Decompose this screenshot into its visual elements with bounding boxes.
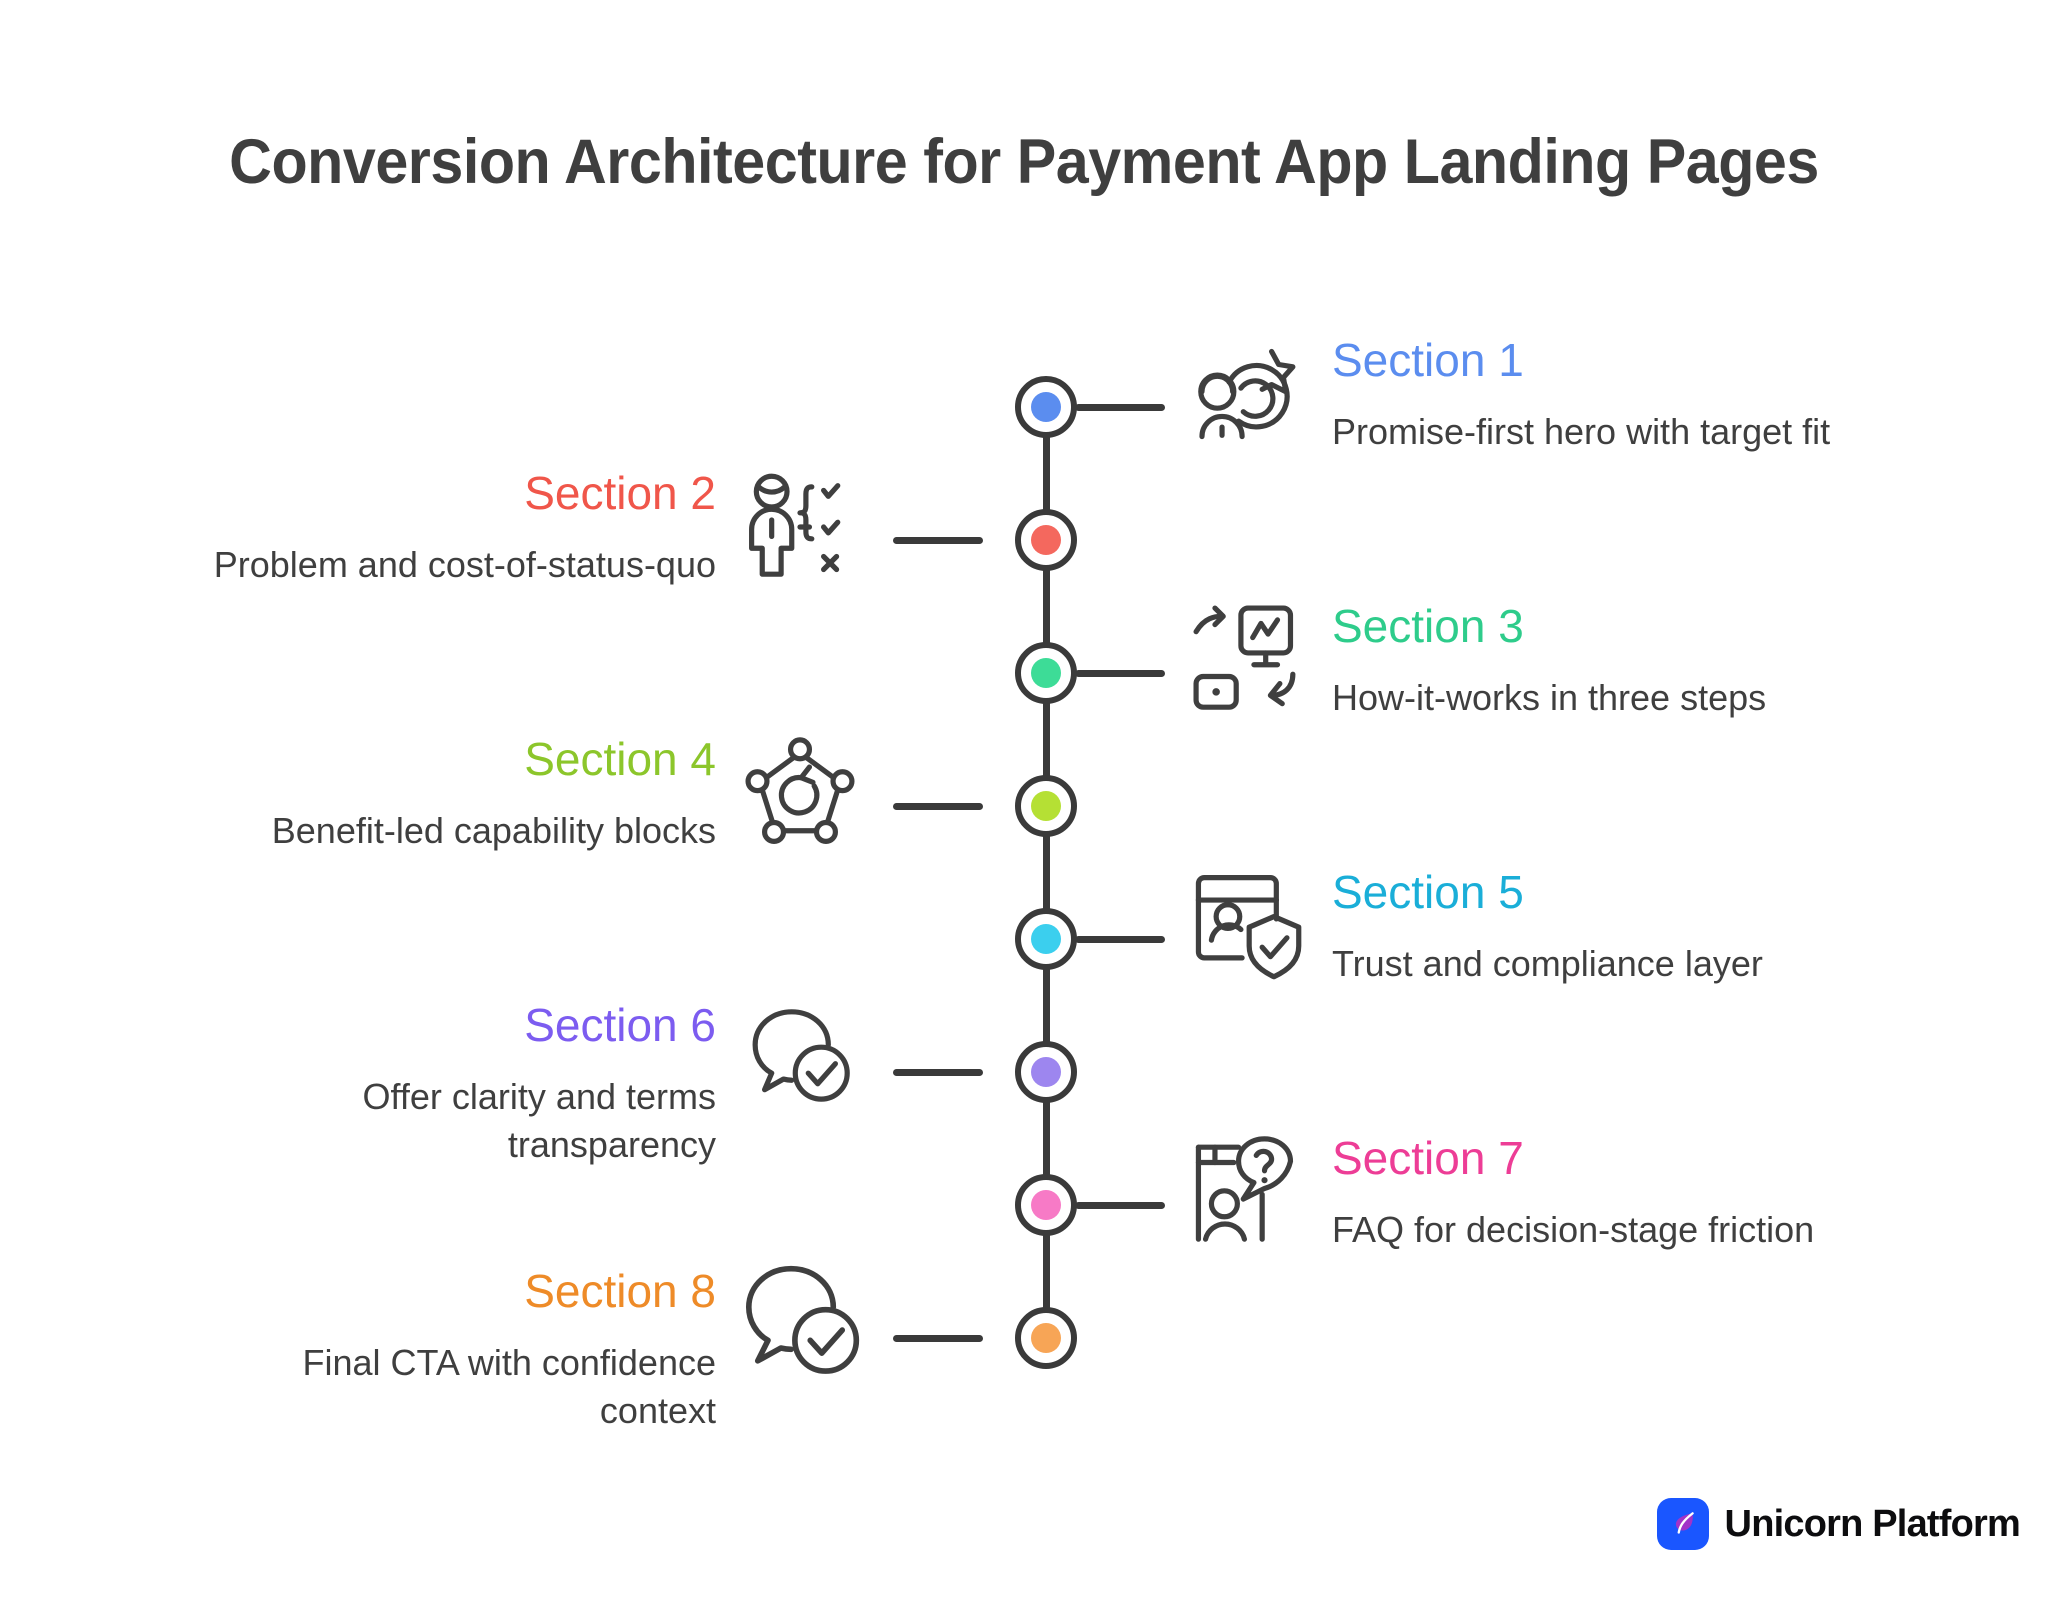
speech-bubble-check-icon [734, 993, 866, 1125]
timeline-item-8: Section 8 Final CTA with confidence cont… [36, 1259, 866, 1435]
timeline-item-2: Section 2 Problem and cost-of-status-quo [36, 461, 866, 593]
person-star-rocket-icon [1182, 328, 1314, 460]
section-label: Section 5 [1332, 866, 1524, 918]
section-description: How-it-works in three steps [1332, 677, 1767, 718]
section-description: FAQ for decision-stage friction [1332, 1209, 1815, 1250]
section-description: Offer clarity and terms transparency [362, 1076, 716, 1165]
node-dot [1031, 1190, 1061, 1220]
workflow-monitor-icon [1182, 594, 1314, 726]
timeline-node-1[interactable] [1015, 376, 1077, 438]
node-dot [1031, 791, 1061, 821]
node-dot [1031, 924, 1061, 954]
section-description: Benefit-led capability blocks [271, 810, 716, 851]
timeline-item-3: Section 3 How-it-works in three steps [1182, 594, 2012, 726]
timeline-node-8[interactable] [1015, 1307, 1077, 1369]
timeline-node-5[interactable] [1015, 908, 1077, 970]
connector-5 [1075, 936, 1165, 943]
connector-3 [1075, 670, 1165, 677]
connector-1 [1075, 404, 1165, 411]
node-dot [1031, 1323, 1061, 1353]
logo-text: Unicorn Platform [1724, 1502, 2021, 1545]
section-description: Trust and compliance layer [1332, 943, 1763, 984]
node-dot [1031, 525, 1061, 555]
node-dot [1031, 1057, 1061, 1087]
timeline-node-6[interactable] [1015, 1041, 1077, 1103]
timeline-item-5: Section 5 Trust and compliance layer [1182, 860, 2012, 992]
person-question-bubble-icon [1182, 1126, 1314, 1258]
page-title: Conversion Architecture for Payment App … [229, 127, 1819, 197]
node-dot [1031, 392, 1061, 422]
section-description: Promise-first hero with target fit [1332, 411, 1831, 452]
node-dot [1031, 658, 1061, 688]
speech-bubble-check-large-icon [734, 1259, 866, 1391]
timeline-node-2[interactable] [1015, 509, 1077, 571]
section-label: Section 2 [524, 467, 716, 519]
section-label: Section 6 [524, 999, 716, 1051]
timeline-item-1: Section 1 Promise-first hero with target… [1182, 328, 2012, 460]
timeline-node-4[interactable] [1015, 775, 1077, 837]
section-label: Section 8 [524, 1265, 716, 1317]
timeline-item-6: Section 6 Offer clarity and terms transp… [36, 993, 866, 1169]
timeline-node-7[interactable] [1015, 1174, 1077, 1236]
section-description: Final CTA with confidence context [302, 1342, 716, 1431]
pentagon-network-refresh-icon [734, 727, 866, 859]
window-shield-check-icon [1182, 860, 1314, 992]
timeline-node-3[interactable] [1015, 642, 1077, 704]
timeline-item-7: Section 7 FAQ for decision-stage frictio… [1182, 1126, 2012, 1258]
connector-6 [893, 1069, 983, 1076]
section-description: Problem and cost-of-status-quo [213, 544, 716, 585]
connector-7 [1075, 1202, 1165, 1209]
section-label: Section 4 [524, 733, 716, 785]
section-label: Section 7 [1332, 1132, 1524, 1184]
connector-2 [893, 537, 983, 544]
unicorn-platform-logo[interactable]: Unicorn Platform [1656, 1498, 2021, 1550]
timeline-spine [1043, 408, 1050, 1366]
section-label: Section 3 [1332, 600, 1524, 652]
leaf-droplet-icon [1656, 1498, 1709, 1550]
timeline-item-4: Section 4 Benefit-led capability blocks [36, 727, 866, 859]
connector-4 [893, 803, 983, 810]
connector-8 [893, 1335, 983, 1342]
person-checklist-icon [734, 461, 866, 593]
section-label: Section 1 [1332, 334, 1524, 386]
